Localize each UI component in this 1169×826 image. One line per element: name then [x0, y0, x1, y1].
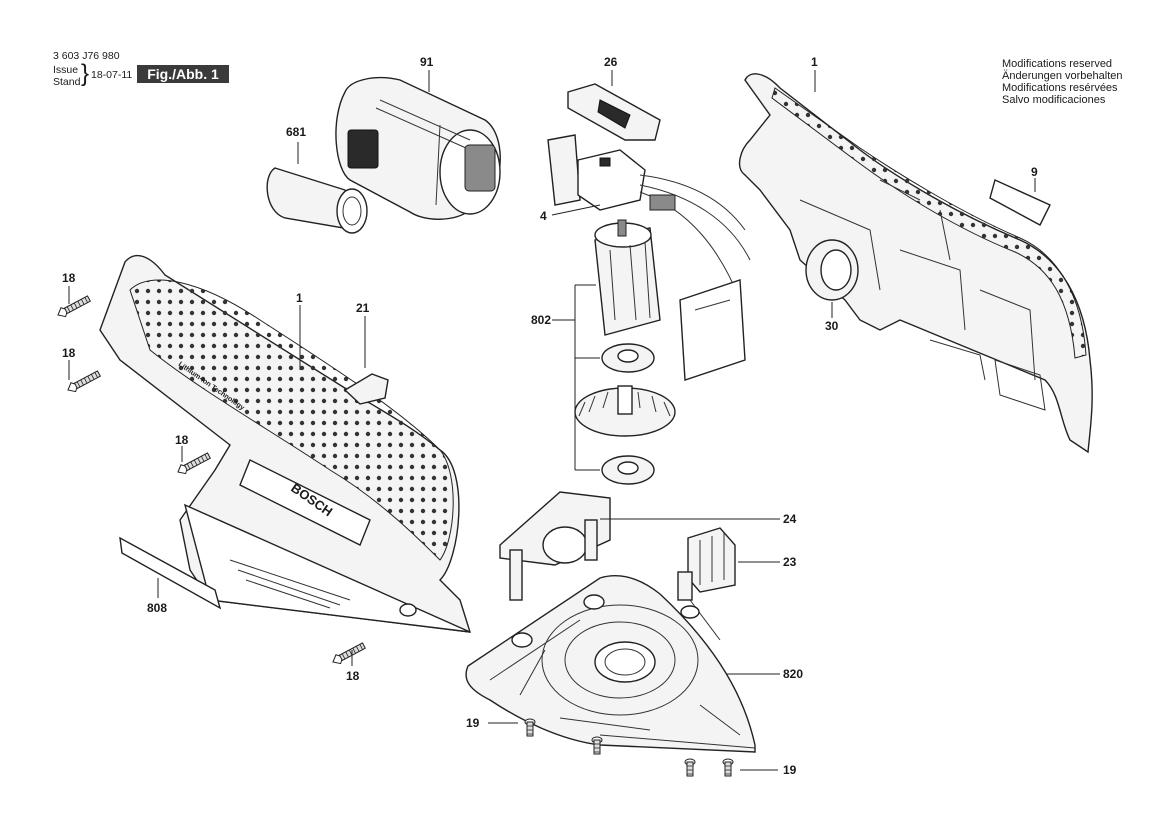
modifications-fr: Modifications resérvées [1002, 82, 1118, 94]
label-4: 4 [540, 209, 547, 223]
label-26: 26 [604, 55, 618, 69]
housing-shell-left [99, 254, 471, 633]
label-18-b: 18 [62, 346, 76, 360]
fan-mount [499, 491, 611, 601]
label-820: 820 [783, 667, 803, 681]
plate-screw-3 [684, 758, 696, 777]
motor-bearing-upper [601, 343, 655, 373]
housing-shell-right [738, 73, 1093, 454]
label-plate-right [989, 179, 1051, 226]
label-91: 91 [420, 55, 434, 69]
screw-18-a [55, 293, 92, 320]
plate-screw-2 [591, 736, 603, 755]
label-1-left: 1 [296, 291, 303, 305]
seal-ring [805, 239, 859, 301]
plate-screw-4 [722, 758, 734, 777]
switch-block [547, 134, 751, 301]
hook-mount [677, 527, 736, 601]
label-19-left: 19 [466, 716, 480, 730]
battery-pack [335, 77, 501, 220]
motor-fan [574, 385, 676, 437]
label-1-right: 1 [811, 55, 818, 69]
terminal-board [679, 279, 746, 381]
screw-18-c [175, 450, 212, 477]
sanding-plate [465, 575, 756, 753]
label-9: 9 [1031, 165, 1038, 179]
motor [594, 219, 661, 336]
motor-bearing-lower [601, 455, 655, 485]
issue-date: 18-07-11 [91, 69, 133, 81]
doc-number: 3 603 J76 980 [53, 50, 120, 62]
dust-adapter [266, 167, 368, 234]
slide-cap [343, 373, 389, 405]
label-23: 23 [783, 555, 797, 569]
modifications-notice: Modifications reserved Änderungen vorbeh… [1002, 58, 1122, 106]
label-30: 30 [825, 319, 839, 333]
label-21: 21 [356, 301, 370, 315]
label-24: 24 [783, 512, 797, 526]
label-18-c: 18 [175, 433, 189, 447]
modifications-es: Salvo modificaciones [1002, 94, 1106, 106]
plate-screw-1 [524, 718, 536, 737]
label-18-a: 18 [62, 271, 76, 285]
name-plate [119, 536, 222, 610]
switch-cap [567, 83, 661, 141]
brace-glyph: } [81, 60, 90, 87]
stand-label: Stand [53, 76, 81, 88]
label-18-d: 18 [346, 669, 360, 683]
label-802: 802 [531, 313, 551, 327]
label-681: 681 [286, 125, 306, 139]
modifications-de: Änderungen vorbehalten [1002, 70, 1123, 82]
modifications-en: Modifications reserved [1002, 58, 1113, 70]
issue-label: Issue [53, 64, 79, 76]
screw-18-b [65, 368, 102, 395]
screw-18-d [330, 640, 367, 667]
label-808: 808 [147, 601, 167, 615]
label-19-right: 19 [783, 763, 797, 777]
figure-badge: Fig./Abb. 1 [137, 65, 229, 83]
